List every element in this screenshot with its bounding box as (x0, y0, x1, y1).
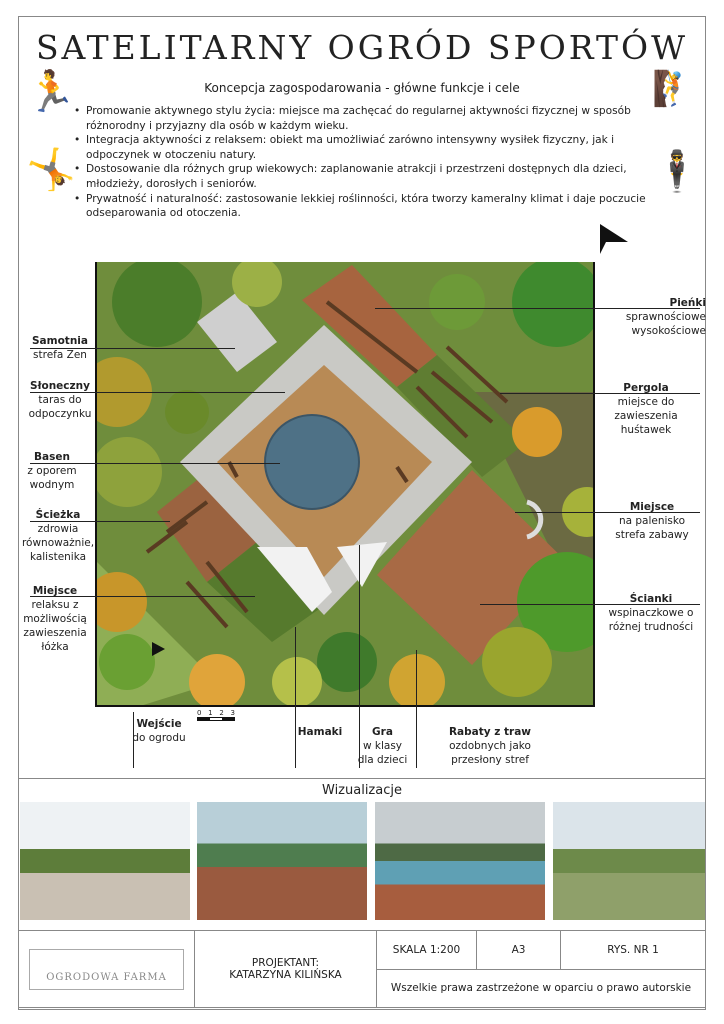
yoga-icon: 🤸 (26, 147, 76, 193)
concept-item: Dostosowanie dla różnych grup wiekowych:… (72, 162, 672, 191)
scale-tick: 3 (230, 709, 235, 717)
copyright: Wszelkie prawa zastrzeżone w oparciu o p… (376, 968, 706, 1008)
concept-heading: Koncepcja zagospodarowania - główne funk… (204, 81, 520, 95)
scale-tick: 2 (219, 709, 224, 717)
label-hamaki: Hamaki (297, 726, 343, 738)
climber-icon: 🧗 (652, 69, 695, 109)
visualization-image (375, 802, 545, 920)
visualization-image (553, 802, 705, 920)
north-arrow-icon (600, 224, 628, 254)
jump-rope-icon: 🕴 (652, 149, 702, 195)
visualization-image (20, 802, 190, 920)
format: A3 (476, 930, 561, 970)
scale: SKALA 1:200 (376, 930, 477, 970)
scale-tick: 1 (208, 709, 213, 717)
visualizations-heading: Wizualizacje (322, 783, 402, 798)
trees (97, 262, 593, 705)
entrance-arrow-icon (152, 642, 165, 656)
sheet-number: RYS. NR 1 (560, 930, 706, 970)
designer: PROJEKTANT:KATARZYNA KILIŃSKA (194, 930, 377, 1008)
concept-item: Integracja aktywności z relaksem: obiekt… (72, 133, 672, 162)
scale-tick: 0 (197, 709, 202, 717)
concept-item: Prywatność i naturalność: zastosowanie l… (72, 192, 672, 221)
logo: OGRODOWA FARMA (18, 930, 195, 1008)
page-title: SATELITARNY OGRÓD SPORTÓW (35, 28, 689, 67)
sheet-frame (18, 16, 706, 1010)
site-plan (95, 262, 595, 707)
visualization-image (197, 802, 367, 920)
runner-icon: 🏃 (26, 69, 76, 115)
concept-item: Promowanie aktywnego stylu życia: miejsc… (72, 104, 672, 133)
title-block: OGRODOWA FARMA PROJEKTANT:KATARZYNA KILI… (18, 930, 706, 1008)
concept-list: Promowanie aktywnego stylu życia: miejsc… (72, 104, 672, 221)
